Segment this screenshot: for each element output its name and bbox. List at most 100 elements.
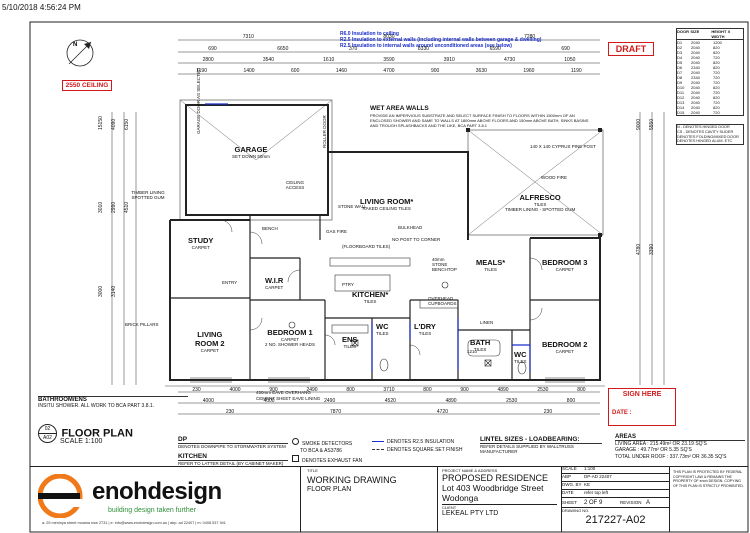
room-name: ALFRESCO: [519, 193, 561, 202]
dimension-value: 3140: [111, 285, 117, 297]
kitchen-note-title: KITCHEN: [178, 453, 288, 461]
garage-door-label: GARAGE DOOR AS SELECTED: [196, 67, 201, 134]
line-legend: DENOTES R2.5 INSULATION DENOTES SQUARE S…: [372, 438, 462, 454]
lintel-text: REFER DETAILS SUPPLIED BY WALLTRUSS MANU…: [480, 444, 574, 454]
door-schedule-cell: 2040: [691, 110, 700, 115]
bathroom-note: BATHROOM/ENS INSITU SHOWER. ALL WORK TO …: [38, 396, 188, 409]
project-label: PROJECT NAME & ADDRESS: [442, 468, 498, 473]
dimension-value: 3010: [98, 202, 104, 214]
dimension-value: 690: [561, 46, 570, 52]
bathroom-note-title: BATHROOM/ENS: [38, 397, 87, 403]
stone-wall-label: STONE WALL: [338, 204, 367, 209]
company-name: enohdesign: [92, 478, 222, 505]
room-bedroom-2: BEDROOM 2 CARPET: [542, 340, 587, 354]
legend-exhaust-label: DENOTES EXHAUST FAN: [302, 458, 363, 464]
sign-here-box[interactable]: SIGN HERE DATE :: [608, 388, 676, 426]
door-schedule-cell: 720: [713, 55, 720, 60]
door-schedule-cell: 2040: [691, 45, 700, 50]
door-schedule-cell: D4: [677, 55, 683, 60]
areas-summary: AREAS LIVING AREA : 215.49m² OR 23.19 SQ…: [615, 434, 745, 460]
north-arrow-icon: N: [66, 39, 94, 67]
insulation-line-icon: [372, 440, 384, 443]
company-logo: [37, 473, 90, 523]
door-schedule-cell: 820: [713, 65, 720, 70]
room-name: GARAGE: [234, 145, 268, 154]
dimension-value: 900: [430, 68, 440, 74]
dimension-value: 4520: [384, 398, 396, 404]
dimension-value: 900: [460, 387, 469, 393]
room-finish: TIMBER LINING - SPOTTED GUM: [505, 207, 576, 212]
post-label: 140 X 140 CYPRUS PINE POST: [530, 144, 596, 149]
dimension-value: 1460: [335, 68, 347, 74]
door-schedule-cell: D13: [677, 100, 685, 105]
room-name: MEALS*: [476, 258, 506, 267]
door-schedule-cell: D12: [677, 95, 685, 100]
door-schedule-cell: D1: [677, 40, 683, 45]
door-legend: N - DENOTES HINGED DOOR CS - DENOTES CAV…: [676, 124, 744, 146]
dimension-value: 230: [192, 387, 201, 393]
room-alfresco: ALFRESCO TILES TIMBER LINING - SPOTTED G…: [505, 193, 575, 212]
eave-lining-label: CEMENT SHEET EAVE LINING: [256, 396, 321, 401]
door-schedule-cell: D11: [677, 90, 685, 95]
sign-title: SIGN HERE: [622, 391, 662, 398]
dimension-value: 2490: [306, 387, 318, 393]
abp-value: DP-AD 22407: [584, 474, 612, 479]
bath-size-label: 1210: [467, 349, 478, 354]
dimension-value: 800: [346, 387, 355, 393]
client-label: CLIENT: [442, 504, 557, 510]
room-finish: CARPET: [265, 285, 284, 290]
dimension-value: 4890: [497, 387, 509, 393]
dimension-value: 4780: [636, 243, 642, 255]
project-town: Wodonga: [442, 493, 479, 503]
door-schedule-cell: 2040: [691, 70, 700, 75]
scale-label: SCALE: [562, 466, 577, 471]
draft-stamp: DRAFT: [608, 42, 654, 56]
legend-insulation-label: DENOTES R2.5 INSULATION: [387, 439, 455, 445]
floorboard-label: (FLOORBOARD TILES): [342, 244, 391, 249]
floor-plan-title-block: 02 A02 FLOOR PLAN SCALE 1:100: [38, 424, 133, 445]
timestamp: 5/10/2018 4:56:24 PM: [2, 3, 81, 12]
insulation-note: R2.5 Insulation to internal walls around…: [340, 43, 512, 49]
sign-date-label: DATE :: [612, 410, 632, 416]
no-post-label: NO POST TO CORNER: [392, 237, 441, 242]
room-finish: TILES: [514, 359, 527, 364]
dimension-value: 4090: [111, 118, 117, 130]
dimension-value: 2530: [537, 387, 549, 393]
view-ref: A02: [39, 433, 56, 442]
timber-lining-label: TIMBER LINING SPOTTED GUM: [131, 190, 165, 200]
room-name: KITCHEN*: [352, 290, 389, 299]
room-ensuite: ENS TILES: [342, 335, 357, 349]
areas-title: AREAS: [615, 434, 745, 442]
door-schedule-cell: D2: [677, 45, 683, 50]
roller-door-label: ROLLER DOOR: [322, 115, 327, 148]
door-schedule-cell: 720: [713, 90, 720, 95]
dimension-value: 370: [348, 46, 358, 52]
benchtop-label: 40mm STONE BENCHTOP: [432, 257, 457, 272]
door-schedule-cell: 720: [713, 70, 720, 75]
dimension-value: 2490: [324, 398, 336, 404]
bench-label: BENCH: [262, 226, 278, 231]
room-name: BEDROOM 1: [267, 328, 313, 337]
drawing-subtitle: FLOOR PLAN: [307, 486, 352, 493]
door-schedule-cell: 2340: [691, 75, 700, 80]
door-schedule-cell: 2040: [691, 90, 700, 95]
room-living: LIVING ROOM* RAKED CEILING TILES: [360, 197, 413, 211]
legend-smoke-sub: TO BCA & AS3786: [300, 448, 342, 454]
door-schedule-cell: 2040: [691, 95, 700, 100]
dimension-value: 1400: [243, 68, 255, 74]
dimension-value: 4700: [383, 68, 395, 74]
dimension-value: 6650: [277, 46, 289, 52]
